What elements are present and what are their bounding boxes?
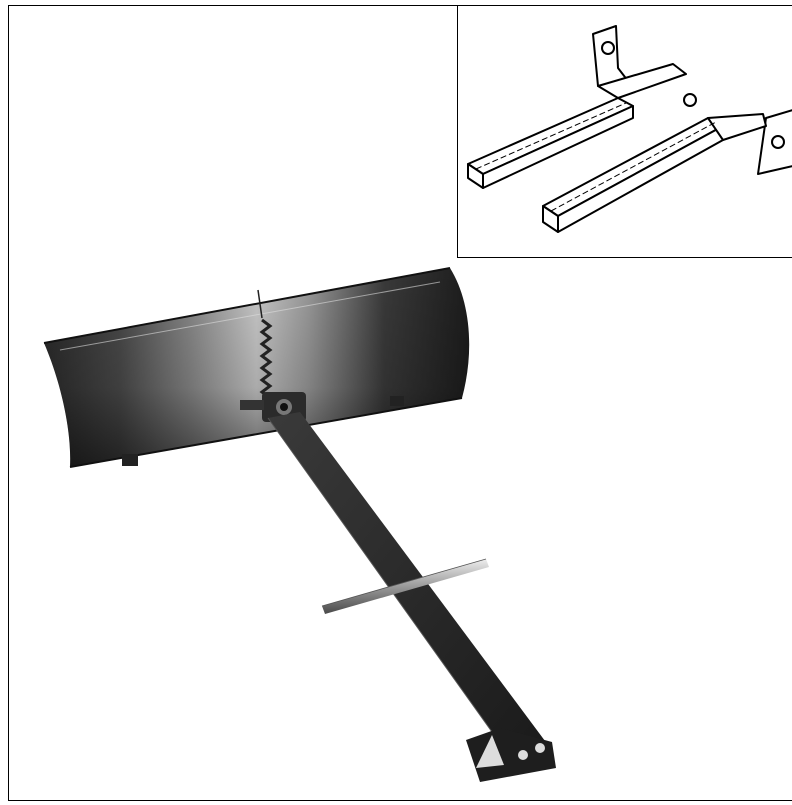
plow-blade [43, 267, 470, 468]
figure-frame [8, 5, 792, 801]
push-frame-bar [267, 412, 556, 782]
cross-rod [321, 558, 489, 614]
bracket-inset [457, 5, 792, 258]
bracket-drawing [467, 25, 792, 233]
